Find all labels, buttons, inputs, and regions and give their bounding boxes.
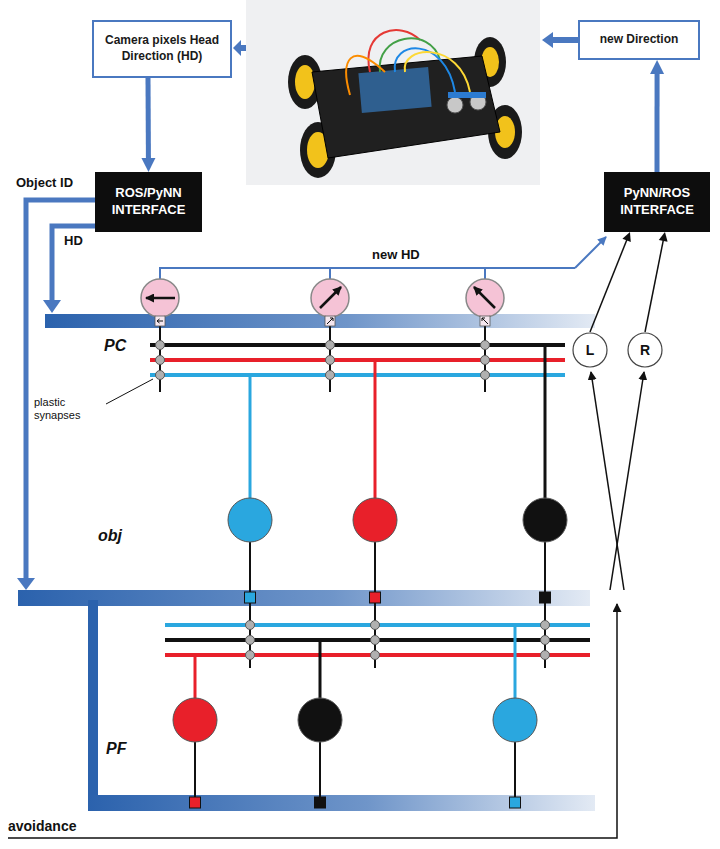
- node-text: L: [586, 342, 595, 358]
- connector-line: [645, 239, 664, 332]
- connector-arrow: [590, 232, 631, 332]
- node-text: Camera pixels Head Direction (HD): [100, 33, 224, 64]
- node-text: new Direction: [600, 32, 679, 48]
- pf-neurons: [173, 698, 537, 808]
- motor-neuron: L: [572, 332, 608, 368]
- node-text: R: [640, 342, 650, 358]
- interface-box: ROS/PyNN INTERFACE: [95, 172, 202, 232]
- arrow-head: [141, 158, 155, 172]
- synapse-rows: [165, 621, 590, 699]
- layer-name: obj: [98, 527, 122, 545]
- signal-name: avoidance: [8, 818, 76, 834]
- synapse-rows: [106, 341, 565, 499]
- input-band: [18, 314, 595, 811]
- node-text: ROS/PyNN INTERFACE: [103, 185, 194, 219]
- node-text: PyNN/ROS INTERFACE: [612, 185, 702, 219]
- connector-arrow: [141, 78, 155, 172]
- connector-line: [655, 72, 660, 172]
- annotation: plastic synapses: [34, 396, 106, 421]
- connector-arrow: [645, 232, 668, 332]
- signal-name: HD: [64, 234, 83, 249]
- signal-name: Object ID: [16, 176, 73, 191]
- input-feed: [17, 200, 95, 590]
- layer-name: PC: [104, 337, 126, 355]
- connector-line: [146, 78, 151, 160]
- signal-arrow: [233, 32, 578, 56]
- arrow-head: [659, 232, 668, 242]
- motor-neuron: R: [627, 332, 663, 368]
- connector-line: [590, 239, 627, 332]
- signal-name: new HD: [372, 248, 420, 263]
- connector-arrow: [650, 60, 664, 172]
- sensor-box: Camera pixels Head Direction (HD): [92, 20, 232, 78]
- output-line: [160, 237, 606, 279]
- arrow-head: [622, 232, 630, 242]
- robot-photo: [246, 0, 540, 185]
- arrow-head: [650, 60, 664, 74]
- layer-name: PF: [106, 740, 126, 758]
- interface-box: PyNN/ROS INTERFACE: [604, 172, 710, 232]
- command-box: new Direction: [578, 20, 700, 60]
- avoidance-line: [8, 372, 644, 838]
